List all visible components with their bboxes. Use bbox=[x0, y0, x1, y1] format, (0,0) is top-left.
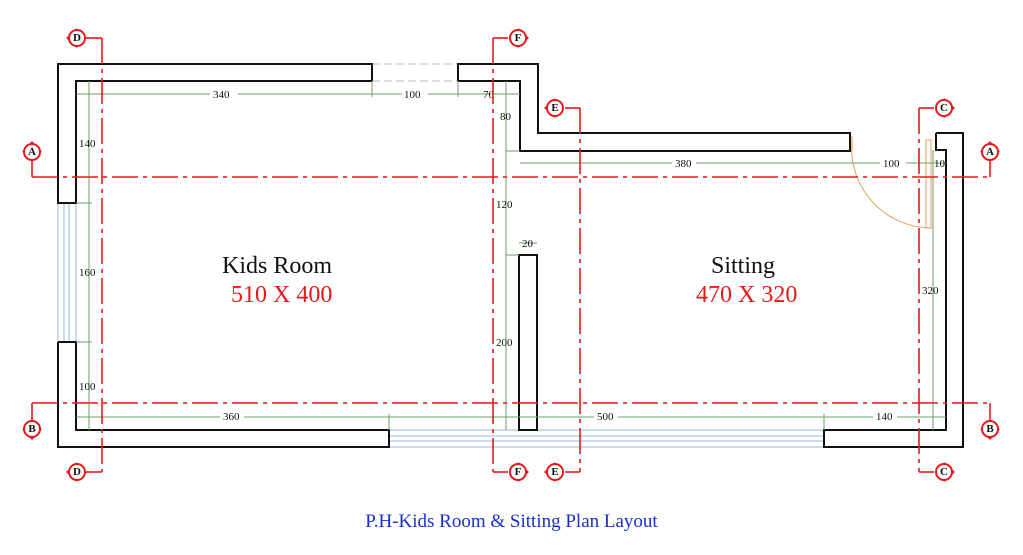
dim-140-left: 140 bbox=[79, 138, 96, 150]
kids-room-name: Kids Room bbox=[222, 253, 333, 279]
dim-120: 120 bbox=[496, 199, 513, 211]
svg-text:D: D bbox=[73, 32, 81, 44]
axis-bubble-D-bottom: D bbox=[66, 462, 86, 482]
dim-500: 500 bbox=[597, 411, 614, 423]
axis-bubble-F-top: F bbox=[509, 28, 529, 48]
svg-text:C: C bbox=[940, 102, 948, 114]
svg-text:F: F bbox=[515, 466, 522, 478]
dim-200: 200 bbox=[496, 337, 513, 349]
svg-text:E: E bbox=[551, 466, 558, 478]
svg-text:F: F bbox=[515, 32, 522, 44]
svg-text:B: B bbox=[28, 423, 36, 435]
dim-340: 340 bbox=[213, 89, 230, 101]
svg-text:B: B bbox=[986, 423, 994, 435]
left-window bbox=[57, 203, 77, 342]
dim-380: 380 bbox=[675, 158, 692, 170]
axis-bubble-B-right: B bbox=[980, 420, 1000, 440]
axis-bubble-E-top: E bbox=[544, 98, 564, 118]
top-opening bbox=[372, 63, 458, 82]
axis-bubble-A-left: A bbox=[22, 141, 42, 161]
dim-320: 320 bbox=[922, 285, 939, 297]
dimension-lines bbox=[76, 81, 946, 430]
svg-text:D: D bbox=[73, 466, 81, 478]
bottom-window bbox=[389, 429, 824, 448]
axis-bubble-D-top: D bbox=[66, 28, 86, 48]
axis-bubble-F-bottom: F bbox=[509, 462, 529, 482]
axis-bubble-E-bottom: E bbox=[544, 462, 564, 482]
plan-caption: P.H-Kids Room & Sitting Plan Layout bbox=[365, 511, 658, 532]
grid-axes bbox=[31, 37, 991, 473]
dim-100-left: 100 bbox=[79, 381, 96, 393]
dim-100-top: 100 bbox=[404, 89, 421, 101]
door-swing bbox=[851, 136, 933, 229]
axis-bubble-B-left: B bbox=[22, 420, 42, 440]
axis-bubble-A-right: A bbox=[980, 141, 1000, 161]
sitting-room-size: 470 X 320 bbox=[696, 282, 798, 308]
dim-100-door: 100 bbox=[883, 158, 900, 170]
axis-bubble-C-bottom: C bbox=[935, 462, 955, 482]
svg-text:A: A bbox=[28, 146, 36, 158]
dim-360: 360 bbox=[223, 411, 240, 423]
sitting-room-name: Sitting bbox=[711, 253, 776, 279]
dim-20: 20 bbox=[522, 238, 534, 250]
svg-text:C: C bbox=[940, 466, 948, 478]
axis-bubble-C-top: C bbox=[935, 98, 955, 118]
dim-140-bottom: 140 bbox=[876, 411, 893, 423]
dim-160: 160 bbox=[79, 267, 96, 279]
svg-text:E: E bbox=[551, 102, 558, 114]
kids-room-size: 510 X 400 bbox=[231, 282, 333, 308]
dim-80: 80 bbox=[500, 111, 512, 123]
dim-10: 10 bbox=[934, 158, 946, 170]
dimension-labels: 340 100 70 80 380 100 10 140 160 100 120… bbox=[79, 87, 946, 423]
dim-70: 70 bbox=[483, 89, 495, 101]
svg-text:A: A bbox=[986, 146, 994, 158]
